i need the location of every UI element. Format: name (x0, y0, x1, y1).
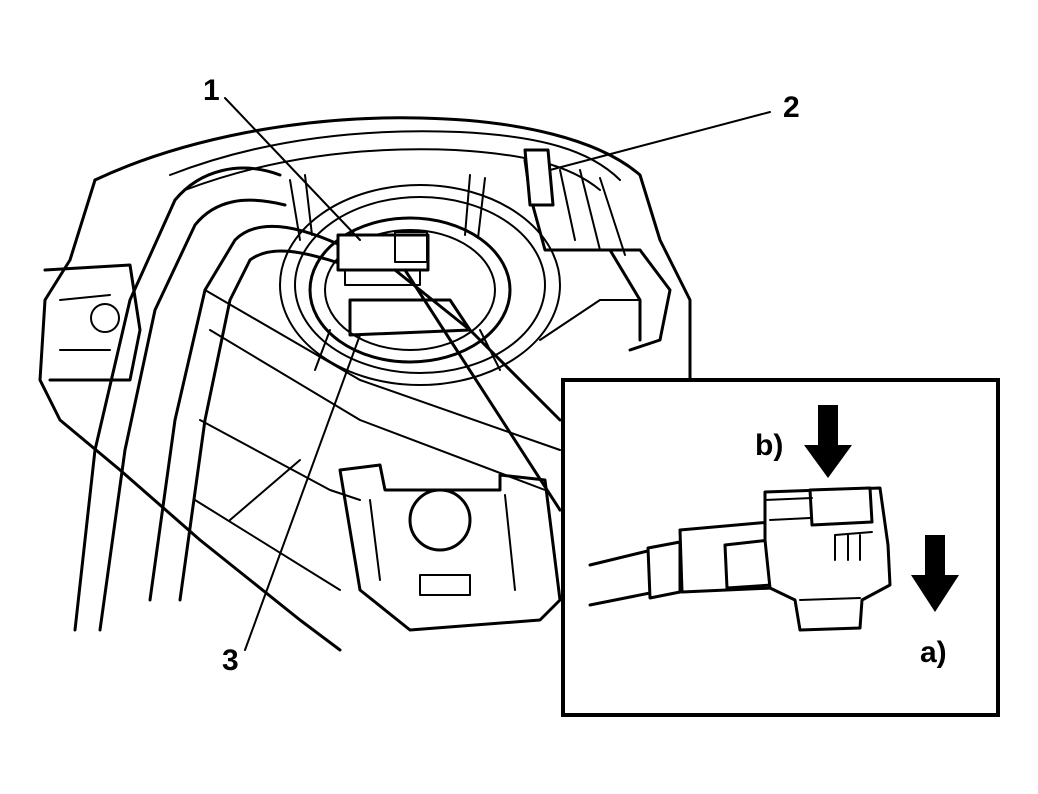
leader-part-2 (549, 111, 771, 171)
inset-connector (646, 486, 892, 632)
leader-part-1 (224, 97, 361, 241)
pump-module-assembly (38, 116, 692, 652)
callout-1: 1 (203, 74, 220, 107)
step-a-label: a) (920, 636, 947, 669)
callout-3: 3 (222, 644, 239, 677)
callout-2: 2 (783, 91, 800, 124)
arrow-down-icon (804, 405, 852, 478)
arrow-down-icon (911, 535, 959, 612)
step-b-label: b) (755, 429, 783, 462)
callout-leaders (224, 97, 771, 651)
leader-part-3 (244, 334, 361, 651)
detail-inset: b) a) (561, 378, 1000, 717)
